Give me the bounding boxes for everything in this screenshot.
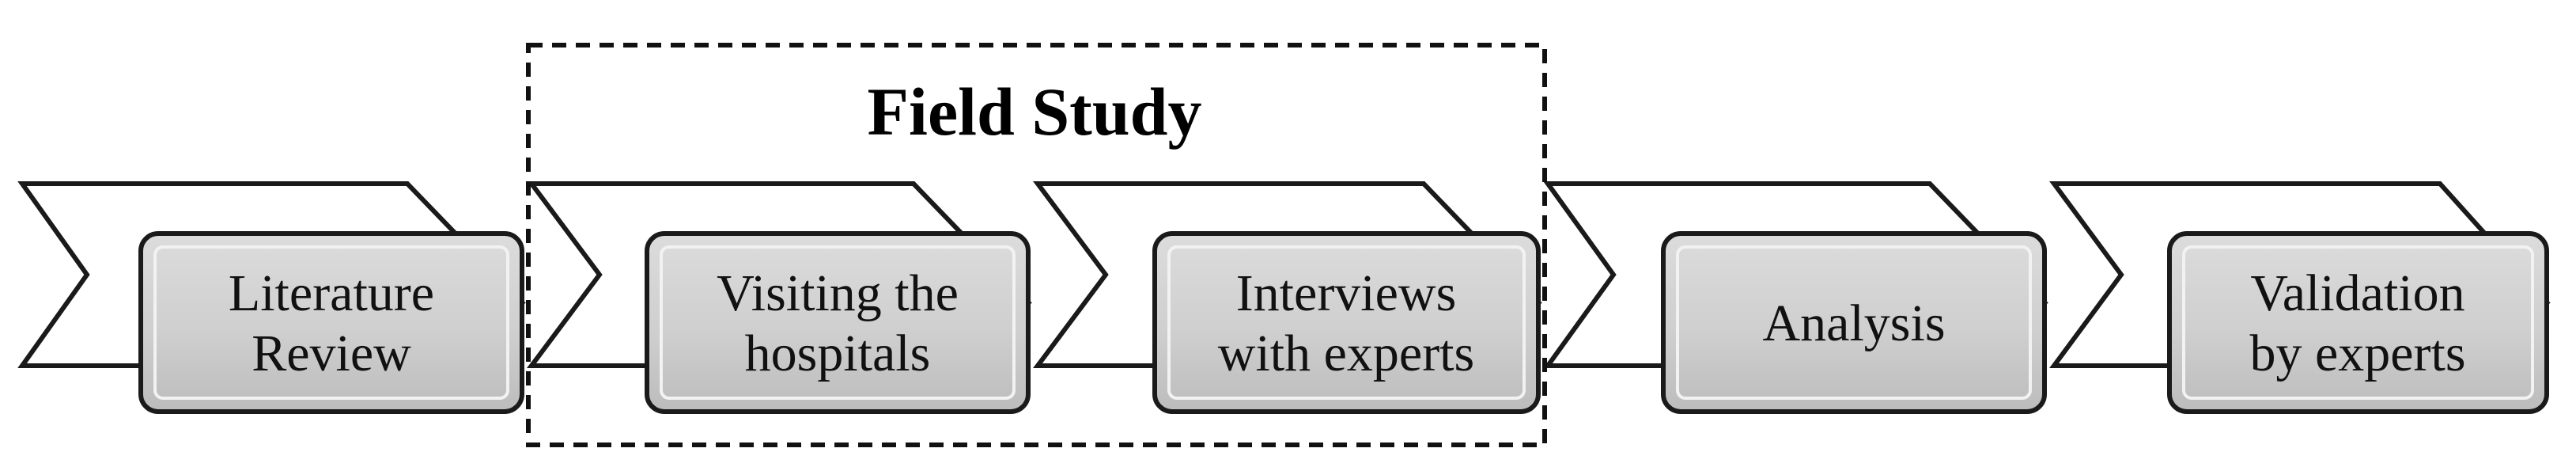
step-box-literature-review: Literature Review bbox=[138, 231, 524, 414]
field-study-group: Field Study bbox=[526, 43, 1547, 447]
step-label-interviews-experts-line1: Interviews bbox=[1236, 264, 1457, 322]
step-label-interviews-experts-line2: with experts bbox=[1218, 325, 1474, 382]
field-study-frame bbox=[526, 43, 1547, 447]
step-box-visiting-hospitals: Visiting the hospitals bbox=[645, 231, 1031, 414]
step-box-analysis: Analysis bbox=[1661, 231, 2047, 414]
step-label-literature-review-line1: Literature bbox=[229, 264, 434, 322]
step-label-validation-experts-line1: Validation bbox=[2250, 264, 2464, 322]
step-label-visiting-hospitals-line1: Visiting the bbox=[717, 264, 959, 322]
step-label-validation-experts-line2: by experts bbox=[2249, 325, 2465, 382]
step-box-interviews-experts: Interviews with experts bbox=[1152, 231, 1541, 414]
field-study-title: Field Study bbox=[868, 74, 1202, 150]
step-label-literature-review-line2: Review bbox=[252, 325, 411, 382]
step-label-analysis: Analysis bbox=[1763, 294, 1946, 352]
step-box-validation-experts: Validation by experts bbox=[2167, 231, 2549, 414]
step-label-visiting-hospitals-line2: hospitals bbox=[745, 325, 931, 382]
